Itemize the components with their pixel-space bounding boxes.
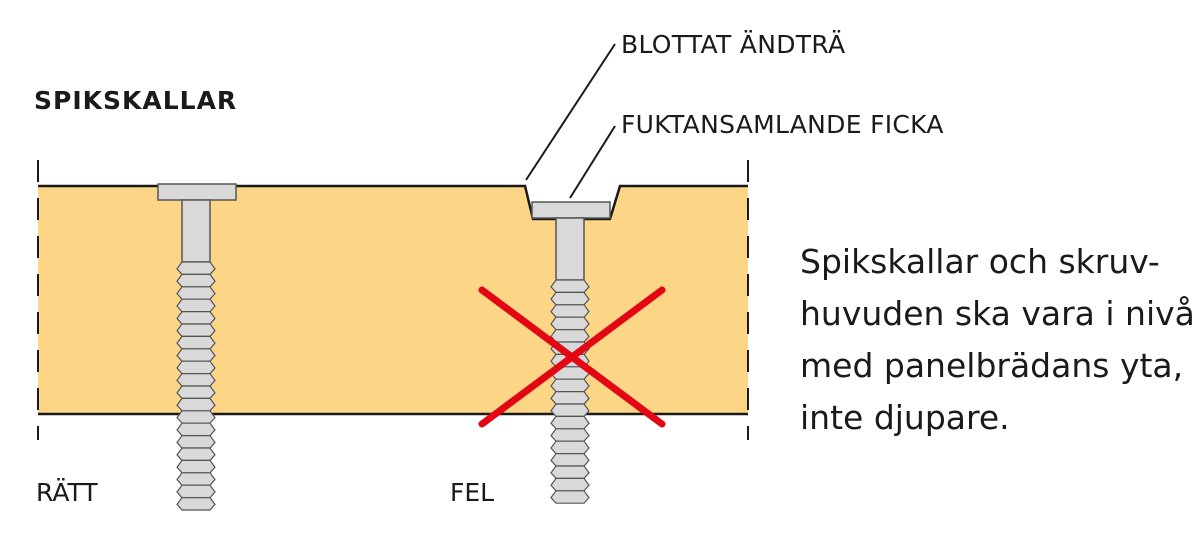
leader-line-pocket xyxy=(569,125,616,199)
thread-segment xyxy=(176,459,216,474)
thread-segment xyxy=(176,397,216,412)
thread-segment xyxy=(550,304,590,318)
thread-segment xyxy=(176,472,216,486)
thread-segment xyxy=(550,378,590,393)
thread-segment xyxy=(550,440,590,455)
caption-line: Spikskallar och skruv- xyxy=(800,242,1160,281)
caption-text: Spikskallar och skruv- huvuden ska vara … xyxy=(800,236,1195,444)
screw-thread xyxy=(550,279,590,504)
thread-segment xyxy=(550,465,590,479)
callout-exposed-end-grain: BLOTTAT ÄNDTRÄ xyxy=(621,30,846,59)
caption-line: med panelbrädans yta, xyxy=(800,346,1184,385)
thread-segment xyxy=(550,279,590,293)
thread-segment xyxy=(550,490,590,504)
cross-mark-stroke xyxy=(478,286,666,428)
thread-segment xyxy=(176,497,216,511)
screw-shank xyxy=(555,217,585,281)
label-correct: RÄTT xyxy=(36,478,98,507)
label-wrong: FEL xyxy=(450,478,495,507)
panel-board xyxy=(38,186,748,414)
thread-segment xyxy=(176,422,216,437)
thread-segment xyxy=(550,391,590,405)
thread-segment xyxy=(176,335,216,350)
thread-segment xyxy=(176,484,216,499)
screw-shank xyxy=(181,199,211,263)
screw-thread xyxy=(176,261,216,511)
caption-line: inte djupare. xyxy=(800,398,1010,437)
thread-segment xyxy=(176,348,216,362)
thread-segment xyxy=(550,415,590,430)
thread-segment xyxy=(176,360,216,375)
thread-segment xyxy=(550,291,590,306)
thread-segment xyxy=(550,329,590,343)
screw-flush xyxy=(157,183,237,511)
thread-segment xyxy=(550,428,590,442)
leader-line-end-grain xyxy=(525,43,616,181)
thread-segment xyxy=(176,273,216,288)
caption-line: huvuden ska vara i nivå xyxy=(800,294,1195,333)
thread-segment xyxy=(550,403,590,417)
callout-moisture-pocket: FUKTANSAMLANDE FICKA xyxy=(621,110,944,139)
thread-segment xyxy=(550,316,590,331)
thread-segment xyxy=(176,435,216,449)
thread-segment xyxy=(176,373,216,387)
thread-segment xyxy=(550,477,590,492)
screw-head xyxy=(531,201,611,219)
thread-segment xyxy=(176,447,216,461)
thread-segment xyxy=(176,385,216,399)
thread-segment xyxy=(176,311,216,325)
thread-segment xyxy=(176,410,216,424)
thread-segment xyxy=(176,323,216,337)
screw-head xyxy=(157,183,237,201)
thread-segment xyxy=(176,286,216,300)
thread-segment xyxy=(176,298,216,313)
thread-segment xyxy=(176,261,216,275)
thread-segment xyxy=(550,453,590,467)
diagram-heading: SPIKSKALLAR xyxy=(34,86,238,115)
